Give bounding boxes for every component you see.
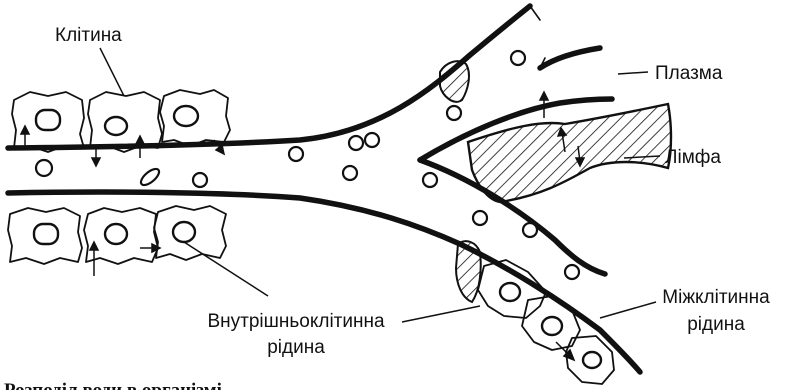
cell-nucleus	[542, 317, 562, 335]
label-lymph: Лімфа	[665, 147, 721, 168]
blood-cell	[36, 160, 52, 176]
label-intracellular-line2: рідина	[267, 337, 325, 358]
lymph-blob-top	[440, 61, 469, 102]
blood-cell	[289, 147, 303, 161]
blood-cell-elongated	[138, 166, 161, 188]
cell-nucleus	[36, 110, 60, 130]
leader-lines	[100, 48, 660, 322]
blood-cell	[193, 173, 207, 187]
blood-cell	[423, 173, 437, 187]
leader-plasma	[618, 72, 648, 74]
cell-nucleus	[105, 117, 127, 135]
lower-tissue-cells	[8, 206, 226, 264]
leader-cell	[100, 48, 124, 96]
label-plasma: Плазма	[655, 63, 723, 84]
leader-intracellular-right	[402, 306, 480, 322]
label-intercellular-line1: Міжклітинна	[662, 287, 770, 308]
label-cell: Клітина	[55, 25, 122, 46]
figure-caption: Розподіл води в організмі	[4, 380, 222, 390]
blood-cell	[523, 223, 537, 237]
blood-cell	[343, 166, 357, 180]
leader-intercellular	[600, 302, 656, 318]
tissue-cell	[154, 206, 226, 260]
tissue-cell	[84, 208, 158, 264]
lymph-blob-bottom	[456, 241, 481, 302]
tissue-cell	[8, 208, 82, 264]
label-intercellular-line2: рідина	[687, 314, 745, 335]
blood-cell	[349, 136, 363, 150]
blood-cell	[565, 265, 579, 279]
blood-cell	[511, 51, 525, 65]
label-intracellular-line1: Внутрішньоклітинна	[207, 311, 384, 332]
cell-nucleus	[34, 224, 58, 244]
cell-nucleus	[583, 352, 601, 368]
tissue-cell	[160, 90, 230, 146]
vessel-tip-left	[530, 6, 540, 20]
blood-cell	[447, 106, 461, 120]
upper-tissue-cells	[12, 90, 230, 152]
cell-nucleus	[105, 224, 127, 244]
leader-intracellular	[184, 242, 268, 296]
tissue-cell	[12, 92, 84, 152]
blood-cell	[365, 133, 379, 147]
cell-nucleus	[173, 222, 195, 242]
arrow-icon	[556, 342, 574, 360]
cell-nucleus	[500, 283, 520, 301]
cell-nucleus	[174, 106, 198, 126]
upper-branch-outer-wall	[540, 48, 600, 68]
blood-cell	[473, 211, 487, 225]
